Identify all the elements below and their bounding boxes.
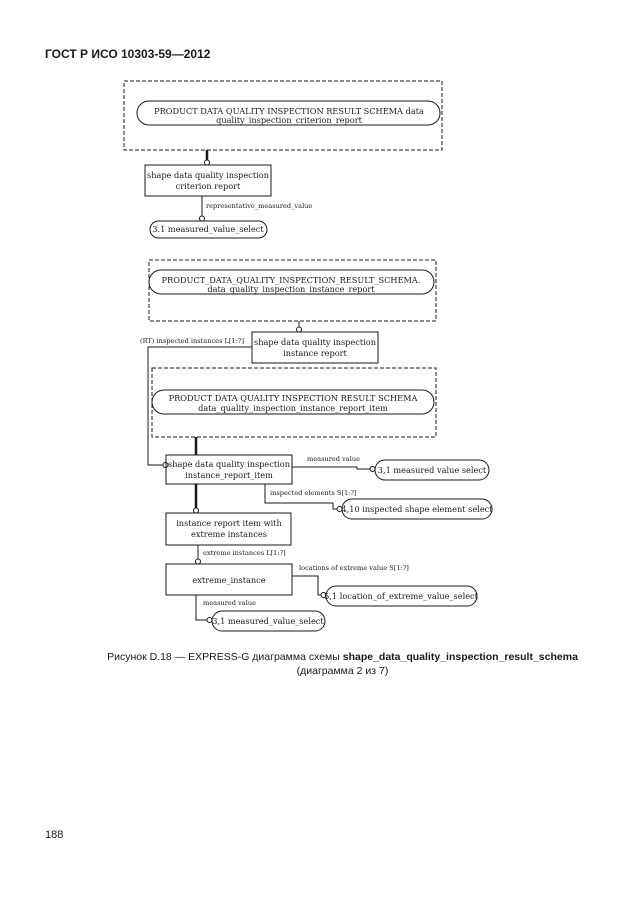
select-1-label: 3.1 measured_value_select bbox=[152, 224, 264, 234]
caption-line-1: Рисунок D.18 — EXPRESS-G диаграмма схемы… bbox=[45, 650, 630, 664]
ref-1-line-1: PRODUCT DATA QUALITY INSPECTION RESULT S… bbox=[154, 106, 424, 116]
select-5-label: 3,1 measured_value_select bbox=[212, 616, 324, 626]
entity-1-line-1: shape data quality inspection bbox=[147, 170, 270, 180]
entity-box-instance-report-item bbox=[165, 454, 293, 485]
caption-prefix: Рисунок D.18 — EXPRESS-G диаграмма схемы bbox=[107, 651, 343, 663]
attr-measured-value-2: measured value bbox=[203, 599, 256, 607]
attr-inspected-elements: inspected elements S[1:?] bbox=[270, 489, 356, 497]
caption-line-2: (диаграмма 2 из 7) bbox=[296, 665, 389, 677]
schema-reference-box-3 bbox=[151, 367, 437, 438]
select-type-3-1-a bbox=[149, 220, 268, 239]
entity-3-line-2: instance_report_item bbox=[185, 470, 273, 480]
schema-reference-label-1 bbox=[136, 100, 441, 126]
schema-reference-label-3 bbox=[151, 389, 435, 415]
entity-5-label: extreme_instance bbox=[192, 575, 265, 585]
entity-2-line-1: shape data quality inspection bbox=[254, 337, 377, 347]
entity-box-report-item-with-extreme bbox=[165, 512, 292, 546]
page-number: 188 bbox=[45, 829, 64, 841]
figure-caption: Рисунок D.18 — EXPRESS-G диаграмма схемы… bbox=[45, 650, 630, 678]
attr-extreme-instances: extreme instances L[1:?] bbox=[203, 549, 286, 557]
select-3-label: 4,10 inspected shape element select bbox=[341, 504, 493, 514]
schema-reference-box-1 bbox=[123, 80, 443, 151]
attr-representative-measured-value: representative_measured_value bbox=[206, 202, 312, 210]
attr-locations-of-extreme-value: locations of extreme value S[1:?] bbox=[299, 564, 409, 572]
schema-reference-label-2 bbox=[148, 269, 435, 295]
entity-4-line-2: extreme instances bbox=[191, 529, 267, 539]
document-header: ГОСТ Р ИСО 10303-59—2012 bbox=[45, 47, 211, 61]
ref-2-line-2: data_quality_inspection_instance_report bbox=[207, 284, 375, 294]
caption-schema-name: shape_data_quality_inspection_result_sch… bbox=[342, 651, 578, 663]
entity-box-extreme-instance bbox=[165, 563, 293, 596]
select-2-label: 3,1 measured value select bbox=[378, 465, 487, 475]
entity-box-criterion-report bbox=[144, 164, 272, 197]
ref-3-line-2: data_quality_inspection_instance_report_… bbox=[198, 403, 388, 413]
ref-1-line-2: quality_inspection_criterion_report bbox=[216, 115, 363, 125]
select-type-5-1 bbox=[325, 585, 478, 607]
attr-measured-value-1: measured value bbox=[307, 455, 360, 463]
select-type-4-10 bbox=[341, 498, 493, 520]
ref-3-line-1: PRODUCT DATA QUALITY INSPECTION RESULT S… bbox=[169, 393, 418, 403]
entity-1-line-2: criterion report bbox=[176, 181, 241, 191]
entity-4-line-1: instance report item with bbox=[176, 518, 282, 528]
entity-2-line-2: instance report bbox=[283, 348, 347, 358]
entity-3-line-1: shape data quality inspection bbox=[168, 459, 291, 469]
select-type-3-1-c bbox=[211, 610, 326, 632]
attr-inspected-instances: (RT) inspected instances L[1:?] bbox=[140, 337, 244, 345]
select-4-label: 5,1 location_of_extreme_value_select bbox=[324, 591, 479, 601]
select-type-3-1-b bbox=[374, 459, 490, 481]
ref-2-line-1: PRODUCT_DATA_QUALITY_INSPECTION_RESULT_S… bbox=[162, 275, 421, 285]
